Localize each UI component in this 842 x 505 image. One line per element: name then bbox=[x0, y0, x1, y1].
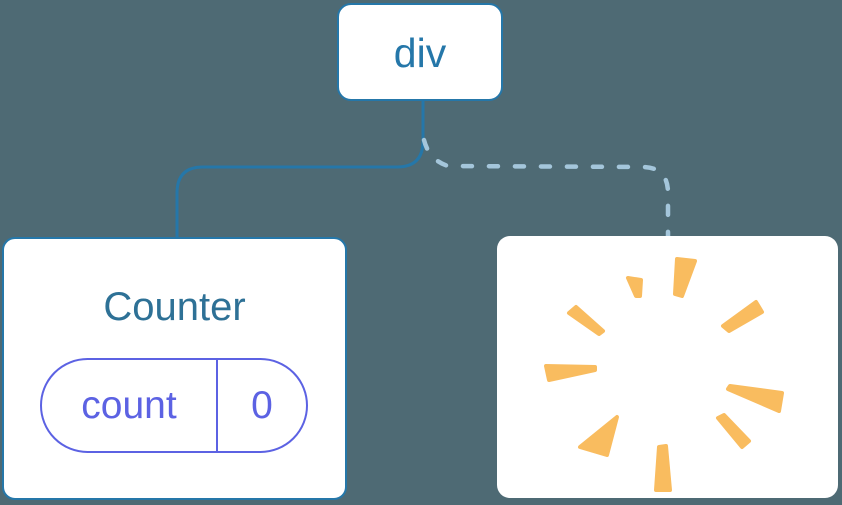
removed-node bbox=[497, 236, 838, 498]
state-value-cell: 0 bbox=[218, 360, 306, 451]
counter-node-title: Counter bbox=[103, 285, 246, 329]
poof-starburst-icon bbox=[544, 257, 784, 492]
state-key-cell: count bbox=[42, 360, 218, 451]
solid-edge-to-counter bbox=[175, 101, 425, 238]
dashed-edge-to-removed-node bbox=[421, 137, 671, 239]
root-node-label: div bbox=[393, 29, 447, 76]
state-pill: count 0 bbox=[40, 358, 308, 453]
state-value-label: 0 bbox=[251, 384, 273, 427]
root-div-node: div bbox=[337, 3, 503, 101]
state-key-label: count bbox=[81, 384, 177, 427]
counter-node: Counter count 0 bbox=[2, 237, 347, 500]
